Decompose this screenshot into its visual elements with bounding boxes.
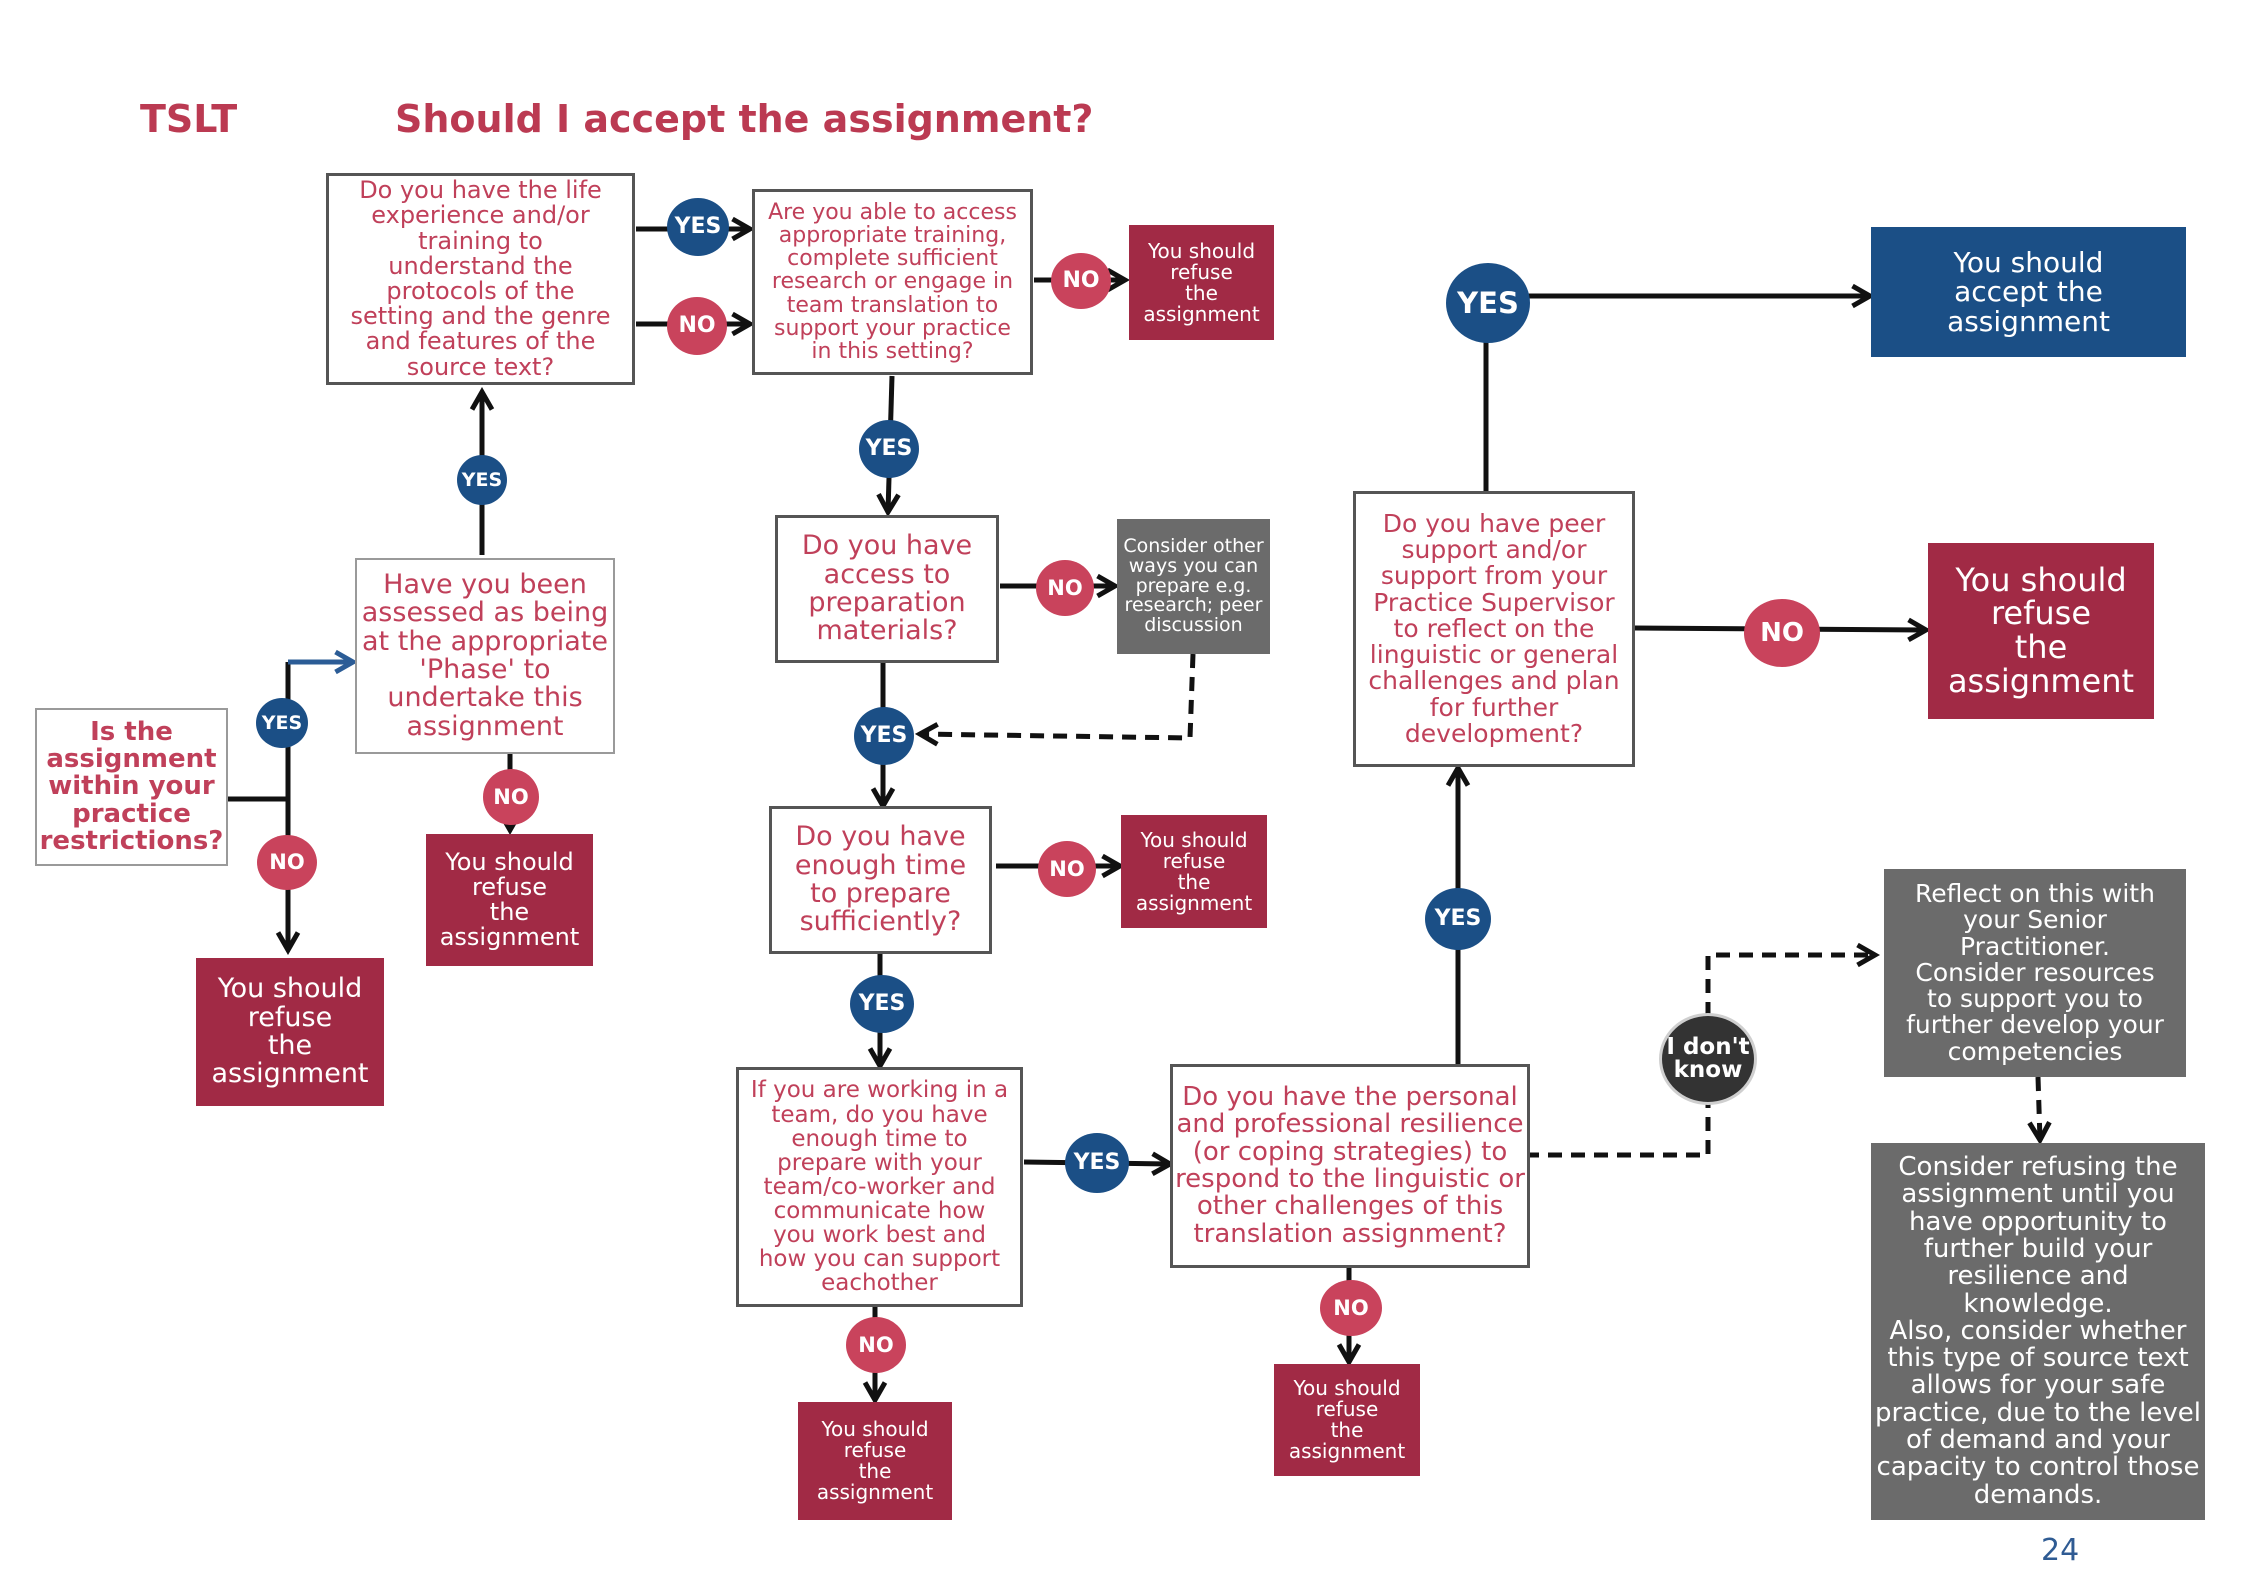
yes-circle-peer-support: YES xyxy=(1446,263,1530,343)
no-circle-life-experience: NO xyxy=(667,297,727,355)
start-question-box: Is the assignment within your practice r… xyxy=(35,708,228,866)
consider-refusing-box: Consider refusing the assignment until y… xyxy=(1871,1143,2205,1520)
time-question-box: Do you have enough time to prepare suffi… xyxy=(769,806,992,954)
life-experience-question-box: Do you have the life experience and/or t… xyxy=(326,173,635,385)
page-number: 24 xyxy=(2041,1533,2080,1568)
page-title: Should I accept the assignment? xyxy=(395,97,1094,141)
no-circle-team: NO xyxy=(846,1317,906,1373)
team-question-box: If you are working in a team, do you hav… xyxy=(736,1067,1023,1307)
refuse-box-team: You should refuse the assignment xyxy=(798,1402,952,1520)
connector-reflect-dashed xyxy=(2027,1076,2052,1146)
training-question-box: Are you able to access appropriate train… xyxy=(752,189,1033,375)
refuse-box-training: You should refuse the assignment xyxy=(1129,225,1274,340)
reflect-senior-practitioner-box: Reflect on this with your Senior Practit… xyxy=(1884,869,2186,1077)
no-circle-materials: NO xyxy=(1036,560,1094,616)
connector-consider-dashed xyxy=(914,653,1196,747)
no-circle-peer-support: NO xyxy=(1744,599,1820,667)
refuse-box-time: You should refuse the assignment xyxy=(1121,815,1267,928)
no-circle-time: NO xyxy=(1038,841,1096,897)
materials-question-box: Do you have access to preparation materi… xyxy=(775,515,999,663)
yes-circle-time: YES xyxy=(850,975,914,1033)
yes-circle-training: YES xyxy=(859,420,919,478)
refuse-box-restrictions: You should refuse the assignment xyxy=(196,958,384,1106)
resilience-question-box: Do you have the personal and professiona… xyxy=(1170,1064,1530,1268)
yes-circle-materials: YES xyxy=(854,707,914,765)
no-circle-phase: NO xyxy=(483,769,539,825)
org-label: TSLT xyxy=(140,97,238,141)
yes-circle-phase: YES xyxy=(457,455,507,505)
refuse-box-resilience: You should refuse the assignment xyxy=(1274,1364,1420,1476)
no-circle-restrictions: NO xyxy=(257,835,317,890)
consider-other-ways-box: Consider other ways you can prepare e.g.… xyxy=(1117,519,1270,654)
yes-circle-life-experience: YES xyxy=(667,198,729,256)
peer-support-question-box: Do you have peer support and/or support … xyxy=(1353,491,1635,767)
no-circle-resilience: NO xyxy=(1320,1280,1382,1336)
yes-circle-restrictions: YES xyxy=(256,698,308,748)
accept-assignment-box: You should accept the assignment xyxy=(1871,227,2186,357)
refuse-box-peer: You should refuse the assignment xyxy=(1928,543,2154,719)
no-circle-training: NO xyxy=(1051,253,1111,309)
dont-know-circle: I don't know xyxy=(1659,1013,1757,1105)
yes-circle-resilience: YES xyxy=(1425,888,1491,950)
refuse-box-phase: You should refuse the assignment xyxy=(426,834,593,966)
phase-question-box: Have you been assessed as being at the a… xyxy=(355,558,615,754)
yes-circle-team: YES xyxy=(1065,1133,1129,1193)
